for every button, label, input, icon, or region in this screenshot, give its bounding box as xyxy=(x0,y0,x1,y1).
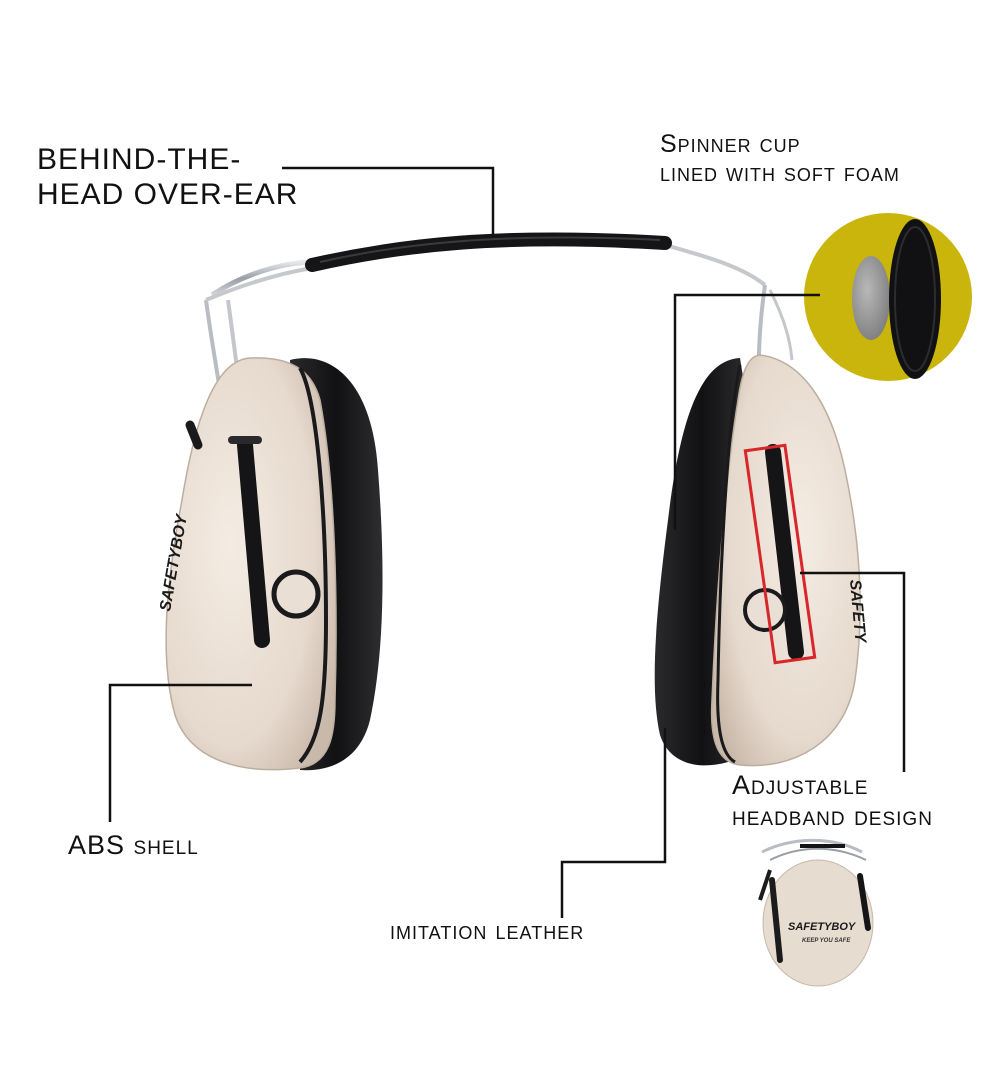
leader-cup xyxy=(673,293,820,530)
cup-callout: Spinner cup lined with soft foam xyxy=(660,130,900,188)
leader-headband xyxy=(282,166,495,238)
headband-callout-line2: HEAD OVER-EAR xyxy=(37,177,299,211)
leader-adjust xyxy=(800,571,906,772)
side-view-thumbnail: SAFETYBOY KEEP YOU SAFE xyxy=(758,838,874,987)
left-yoke-arm xyxy=(237,437,270,648)
cup-callout-line1: Spinner cup xyxy=(660,130,801,158)
leader-leather xyxy=(560,728,667,918)
right-earcup: SAFETY xyxy=(654,354,869,767)
leader-shell xyxy=(108,683,252,822)
left-earcup: SAFETYBOY xyxy=(157,357,383,771)
foam-inset xyxy=(804,213,972,381)
cup-callout-line2: lined with soft foam xyxy=(660,158,900,187)
adjust-callout-line1: Adjustable xyxy=(732,770,869,800)
foam-black-pad xyxy=(889,219,941,379)
foam-grey-pad xyxy=(852,256,890,340)
headband-sleeve xyxy=(305,232,672,272)
adjust-highlight-box xyxy=(743,443,817,665)
headband-callout-line1: BEHIND-THE- xyxy=(37,143,242,176)
shell-callout: ABS shell xyxy=(68,830,199,860)
left-pivot-button xyxy=(271,569,321,619)
leather-callout: imitation leather xyxy=(390,915,585,945)
leader-lines xyxy=(108,166,906,918)
headband xyxy=(204,232,794,401)
thumbnail-tagline: KEEP YOU SAFE xyxy=(802,938,851,944)
adjust-callout: Adjustable headband design xyxy=(732,770,933,832)
headband-callout: BEHIND-THE- HEAD OVER-EAR xyxy=(37,143,298,212)
right-logo: SAFETY xyxy=(846,579,869,645)
right-yoke-arm xyxy=(765,444,804,660)
thumbnail-logo: SAFETYBOY xyxy=(788,921,857,933)
adjust-callout-line2: headband design xyxy=(732,801,933,832)
